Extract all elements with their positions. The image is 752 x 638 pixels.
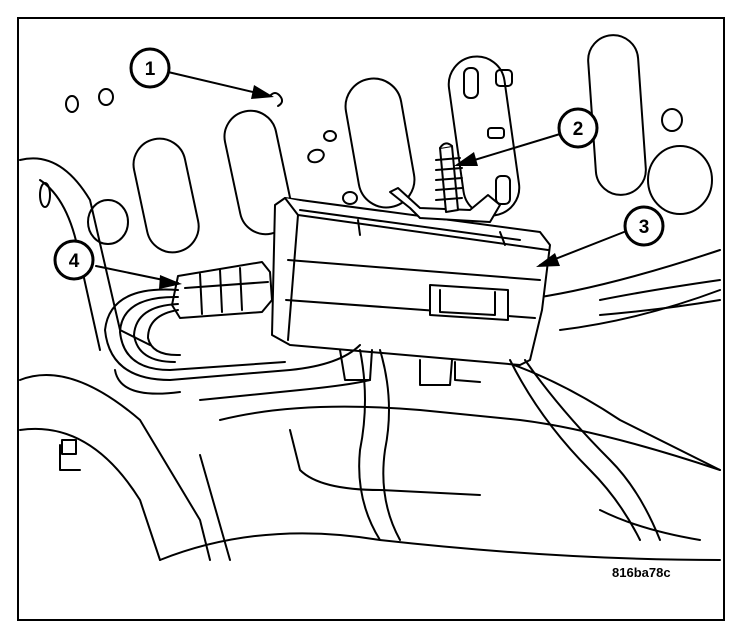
electrical-connector	[171, 261, 273, 319]
control-module	[271, 187, 551, 366]
panel-slot	[223, 109, 293, 236]
callout-2: 2	[557, 107, 599, 149]
svg-text:1: 1	[145, 59, 156, 80]
leader-arrowheads	[159, 85, 560, 289]
wire-harness	[104, 279, 721, 541]
push-pin-fastener	[435, 142, 463, 213]
svg-text:2: 2	[573, 119, 584, 140]
callout-4: 4	[53, 239, 95, 281]
figure-code: 816ba78c	[612, 565, 671, 580]
svg-text:3: 3	[639, 217, 650, 238]
callout-1: 1	[129, 47, 171, 89]
callout-3: 3	[623, 205, 665, 247]
illustration	[19, 34, 721, 561]
svg-text:4: 4	[69, 251, 80, 272]
panel-slot	[132, 137, 200, 254]
panel-slot	[344, 77, 416, 209]
